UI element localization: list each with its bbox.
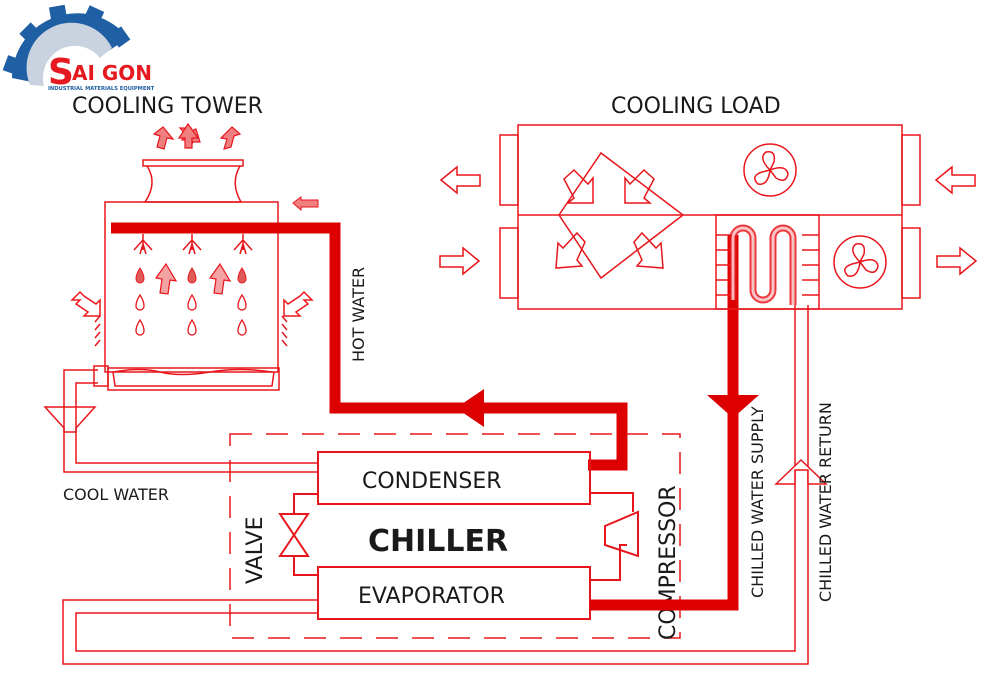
company-logo: S AI GON INDUSTRIAL MATERIALS EQUIPMENT: [2, 4, 155, 93]
supply-flow-arrow-icon: [707, 395, 759, 418]
chiller-label: CHILLER: [368, 524, 508, 559]
spray-nozzles-icon: [133, 234, 253, 255]
cooling-tower-title: COOLING TOWER: [72, 94, 263, 119]
expansion-valve-icon: [278, 513, 310, 557]
intake-arrow-icon: [439, 246, 481, 276]
fan-icon: [743, 143, 797, 197]
rising-air-arrows-icon: [154, 262, 232, 295]
cool-water-label: COOL WATER: [63, 485, 169, 504]
compressor-icon: [604, 510, 639, 558]
compressor-label: COMPRESSOR: [656, 485, 681, 640]
chilled-water-supply-label: CHILLED WATER SUPPLY: [748, 406, 767, 598]
chilled-water-return-label: CHILLED WATER RETURN: [816, 402, 835, 602]
evaporator-label: EVAPORATOR: [358, 584, 505, 609]
chilled-water-supply-pipe: [590, 235, 739, 611]
condenser-label: CONDENSER: [362, 469, 502, 494]
exhaust-arrow-icon: [439, 165, 481, 195]
coil-highlight: [731, 226, 795, 305]
exhaust-arrows-icon: [152, 122, 242, 150]
flow-arrow-icon: [456, 389, 484, 427]
cooling-tower: [70, 122, 319, 391]
evaporator-box: [317, 566, 591, 620]
cool-water-pipe: [43, 365, 318, 473]
hot-water-inlet-arrow-icon: [292, 196, 319, 212]
heat-exchanger-icon: [558, 151, 685, 280]
valve-label: VALVE: [243, 517, 268, 584]
logo-brand-name: AI GON: [72, 61, 152, 85]
evaporator-return-pipe: [62, 470, 809, 665]
cooling-coil: [729, 224, 797, 305]
cooling-load-unit: [439, 124, 978, 310]
hot-water-label: HOT WATER: [349, 267, 368, 362]
logo-tagline: INDUSTRIAL MATERIALS EQUIPMENT: [48, 86, 155, 92]
chilled-water-return-pipe: [774, 305, 828, 485]
supply-arrow-icon: [936, 246, 978, 276]
fan-icon: [833, 235, 887, 289]
chiller-unit: CONDENSER EVAPORATOR CHILLER VALVE COMPR…: [229, 433, 681, 640]
condenser-box: [317, 451, 591, 505]
logo-letter-s: S: [48, 52, 74, 93]
cooling-load-title: COOLING LOAD: [611, 94, 781, 119]
water-droplets-icon: [135, 267, 247, 336]
intake-arrow-icon: [934, 165, 976, 195]
gear-icon: [2, 4, 131, 86]
